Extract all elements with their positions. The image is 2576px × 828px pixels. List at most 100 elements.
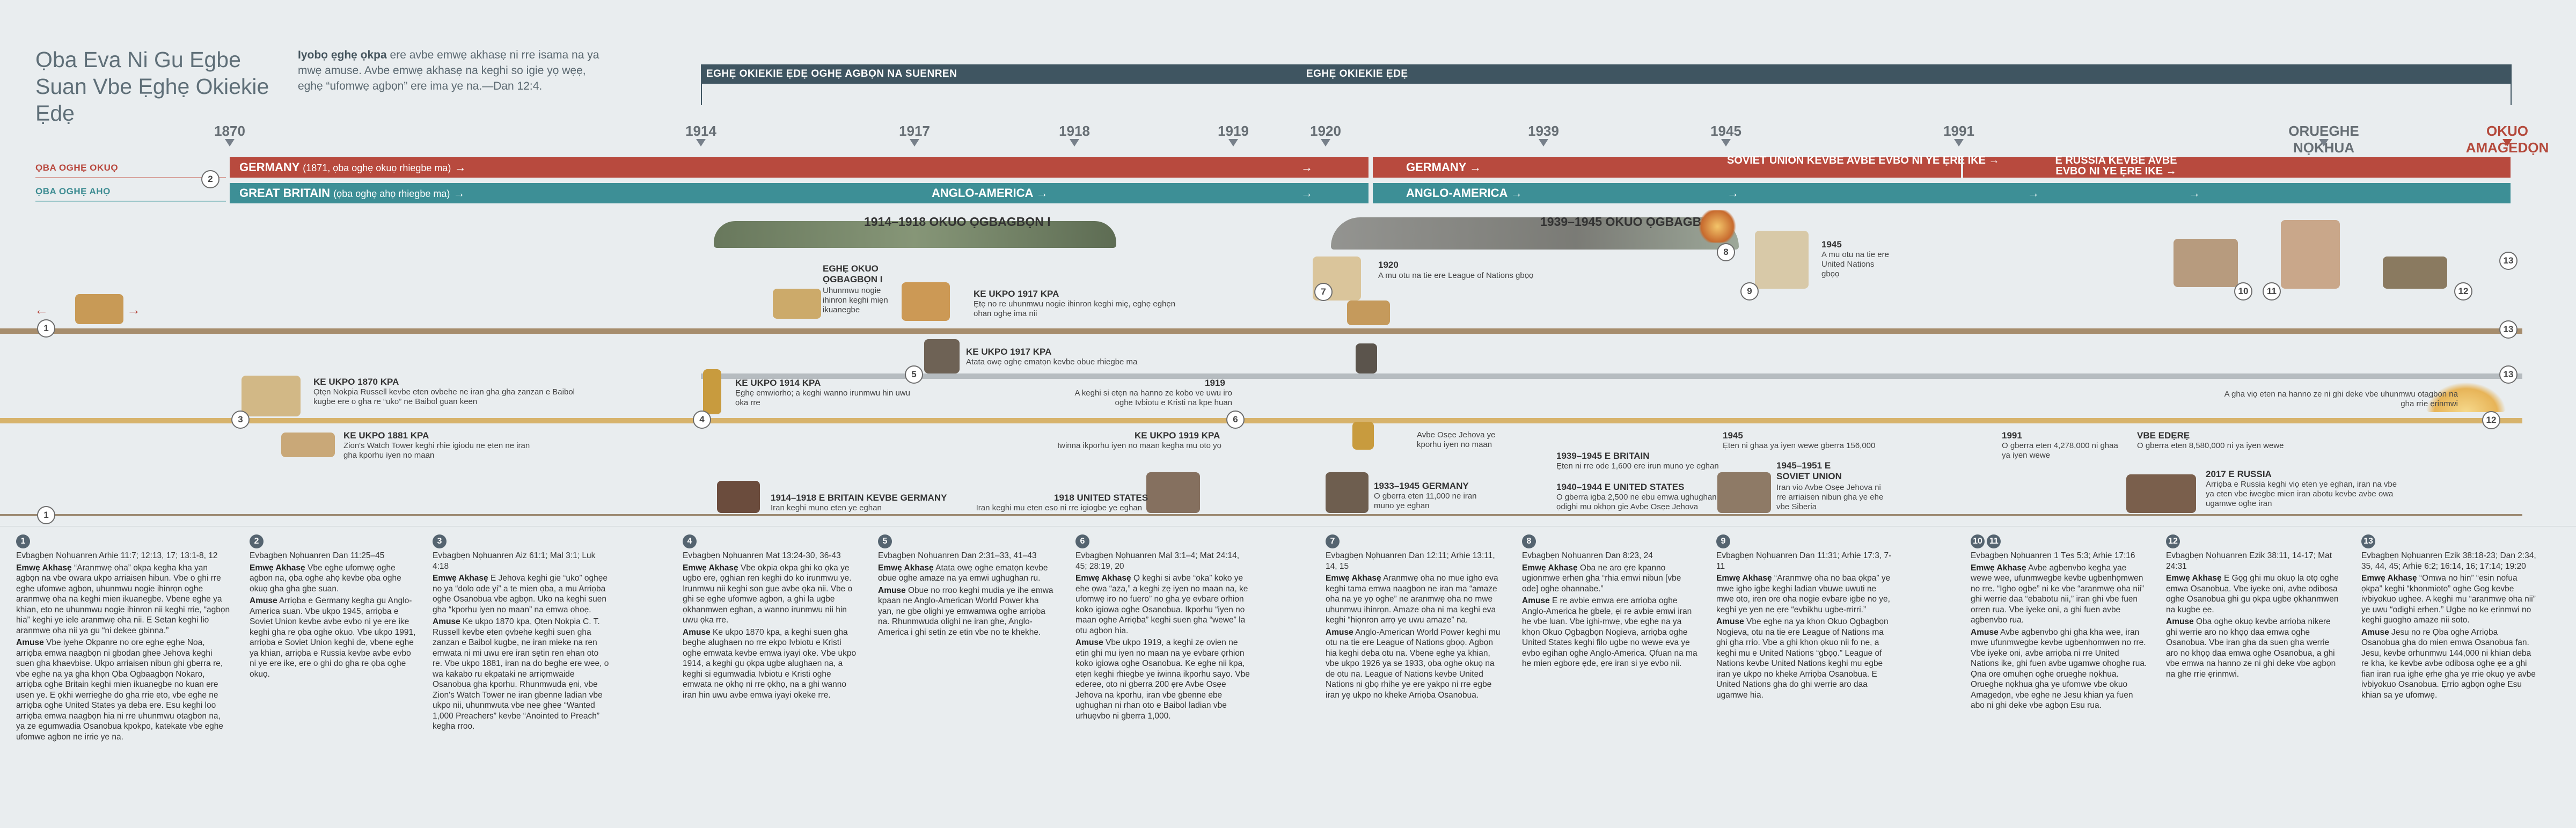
event-desc: Arriọba e Russia keghi viọ eten ye eghan… [2206, 480, 2397, 508]
king-of-south-label: ỌBA OGHẸ OKUỌ [35, 163, 119, 173]
event-title: 1991 [2002, 430, 2022, 441]
event-desc: O gberra eten 11,000 ne iran muno ye egh… [1374, 492, 1477, 510]
beast-icon [1347, 301, 1390, 325]
note-3: 3 Evbagbẹn Nọhuanren Aiz 61:1; Mal 3:1; … [433, 534, 610, 734]
group-photo-icon [2126, 474, 2196, 513]
note-4: 4 Evbagbẹn Nọhuanren Mat 13:24-30, 36-43… [683, 534, 860, 702]
year-tick [696, 139, 706, 146]
year-label: 1919 [1218, 123, 1249, 139]
note-12: 12 Evbagbẹn Nọhuanren Ezik 38:11, 14-17;… [2166, 534, 2343, 681]
timeline-rail-persecution [0, 514, 2522, 516]
band-gap [1368, 183, 1373, 203]
event-desc: A keghi si etẹn na hanno ze kobo ve uwu … [1074, 389, 1232, 407]
un-building-icon [1755, 231, 1809, 289]
wheat-icon [703, 369, 721, 414]
event-desc: Ẹten ni rre ode 1,600 ere irun muno ye e… [1556, 461, 1719, 471]
ww1-label: 1914–1918 OKUO ỌGBAGBỌN I [864, 215, 1051, 229]
marker-9: 9 [1740, 282, 1759, 301]
note-7: 7 Evbagbẹn Nọhuanren Dan 12:11; Arhie 13… [1326, 534, 1503, 702]
era-band-last-days: EGHẸ OKIEKIE ẸDẸ [1301, 64, 2512, 84]
era-band-before: EGHẸ OKIEKIE ẸDẸ OGHẸ AGBỌN NA SUENREN [701, 64, 1307, 84]
group-photo-icon [1146, 472, 1200, 513]
event-desc: Atata owẹ oghẹ ematọn kevbe obue rhiegbe… [966, 357, 1138, 367]
event-title: VBE EDẸRẸ [2137, 430, 2190, 441]
event-title: 1945–1951 E SOVIET UNION [1776, 460, 1842, 481]
note-10-11: 10 11 Evbagbẹn Nọhuanren 1 Tẹs 5:3; Arhi… [1971, 534, 2148, 713]
marker-8: 8 [1717, 243, 1735, 261]
year-tick [225, 139, 235, 146]
arrow-icon: → [1301, 186, 1313, 200]
year-tick [1228, 139, 1238, 146]
band-label: E RUSSIA KEVBE AVBE EVBO NI YE ẸRE IKE → [2055, 155, 2177, 177]
marker-12: 12 [2482, 411, 2500, 429]
year-label: 1917 [899, 123, 930, 139]
year-label: 1914 [685, 123, 716, 139]
timeline-rail-beast [0, 328, 2522, 334]
year-label: 1939 [1528, 123, 1559, 139]
year-tick [2502, 139, 2512, 146]
event-desc: O gberra igba 2,500 ne ebu emwa ughughan… [1556, 493, 1741, 511]
band-gap [1961, 157, 1963, 178]
marker-12: 12 [2454, 282, 2472, 301]
event-title: KE UKPO 1919 KPA [1135, 430, 1220, 441]
event-desc: A mu otu na tie ere United Nations gbọọ [1821, 250, 1889, 279]
arrow-right-icon: → [127, 302, 141, 318]
war-two-aircraft-illustration [1331, 217, 1739, 250]
year-tick [910, 139, 919, 146]
event-title: 1945 [1821, 239, 1842, 250]
note-ref: Evbagbẹn Nọhuanren Arhie 11:7; 12:13, 17… [16, 551, 218, 560]
event-desc: Zion's Watch Tower keghi rhie igiodu ne … [343, 441, 530, 460]
event-title: 1939–1945 E BRITAIN [1556, 451, 1650, 461]
event-title: KE UKPO 1917 KPA [974, 289, 1059, 299]
event-desc: O gberra eten 4,278,000 ni ghaa ya iyen … [2002, 441, 2118, 460]
beast-icon [2383, 257, 2447, 289]
event-desc: Ẹtẹ no re uhunmwu nogie ihinron keghi mi… [974, 299, 1176, 318]
timeline-rail-image [701, 373, 2522, 379]
sunrise-illustration [2426, 382, 2506, 412]
prison-bars-icon [717, 481, 760, 513]
event-title: KE UKPO 1917 KPA [966, 347, 1052, 357]
band-label: GERMANY → [1406, 160, 1482, 174]
marker-11: 11 [2263, 282, 2281, 301]
event-desc: O gberra eten 8,580,000 ni ya iyen wewe [2137, 441, 2284, 450]
crowd-icon [2174, 239, 2238, 287]
event-desc: A mu otu na tie ere League of Nations gb… [1378, 271, 1534, 280]
lion-icon [75, 294, 123, 324]
year-label: 1991 [1943, 123, 1974, 139]
marker-7: 7 [1314, 283, 1333, 301]
band-label: GERMANY (1871, ọba oghẹ okuọ rhiegbe ma)… [239, 160, 466, 174]
year-tick [1954, 139, 1964, 146]
band-label: ANGLO-AMERICA → [1406, 186, 1523, 200]
note-1: 1 Evbagbẹn Nọhuanren Arhie 11:7; 12:13, … [16, 534, 231, 744]
note-9: 9 Evbagbẹn Nọhuanren Dan 11:31; Arhie 17… [1716, 534, 1893, 702]
era-marker [701, 84, 702, 105]
label-underline [35, 201, 226, 202]
prisoner-icon [1326, 472, 1368, 513]
king-of-south-band: GERMANY (1871, ọba oghẹ okuọ rhiegbe ma)… [230, 155, 2511, 178]
arrow-left-icon: ← [34, 302, 48, 318]
lion-icon [902, 282, 950, 321]
event-desc: Iran keghi mu eten eso ni rre igiogbe ye… [976, 503, 1142, 512]
year-label: 1920 [1310, 123, 1341, 139]
year-tick [2319, 139, 2329, 146]
year-label: 1945 [1710, 123, 1741, 139]
king-of-north-band: GREAT BRITAIN (ọba oghẹ ahọ rhiegbe ma) … [230, 183, 2511, 203]
marker-1: 1 [37, 319, 55, 338]
event-title: EGHẸ OKUO ỌGBAGBỌN I [823, 263, 883, 284]
band-label: ANGLO-AMERICA → [932, 186, 1048, 200]
marker-13: 13 [2499, 252, 2518, 270]
open-book-icon [281, 433, 335, 457]
year-label-armageddon: OKUO AMAGEDỌN [2465, 123, 2549, 156]
event-title: 1933–1945 GERMANY [1374, 481, 1469, 491]
church-icon [2281, 220, 2340, 289]
feet-icon [924, 339, 960, 373]
note-number: 1 [16, 534, 30, 548]
arrow-icon: → [2028, 186, 2039, 200]
year-tick [1539, 139, 1548, 146]
timeline-rail-wheat [0, 418, 2522, 423]
intro-body: ere avbe emwẹ akhasẹ ni rre isama na ya … [298, 49, 599, 92]
explosion-illustration [1696, 210, 1739, 243]
event-desc: A gha viọ eten na hanno ze ni ghi deke v… [2224, 390, 2458, 408]
event-title: 2017 E RUSSIA [2206, 469, 2272, 479]
arrow-icon: → [1301, 160, 1313, 174]
